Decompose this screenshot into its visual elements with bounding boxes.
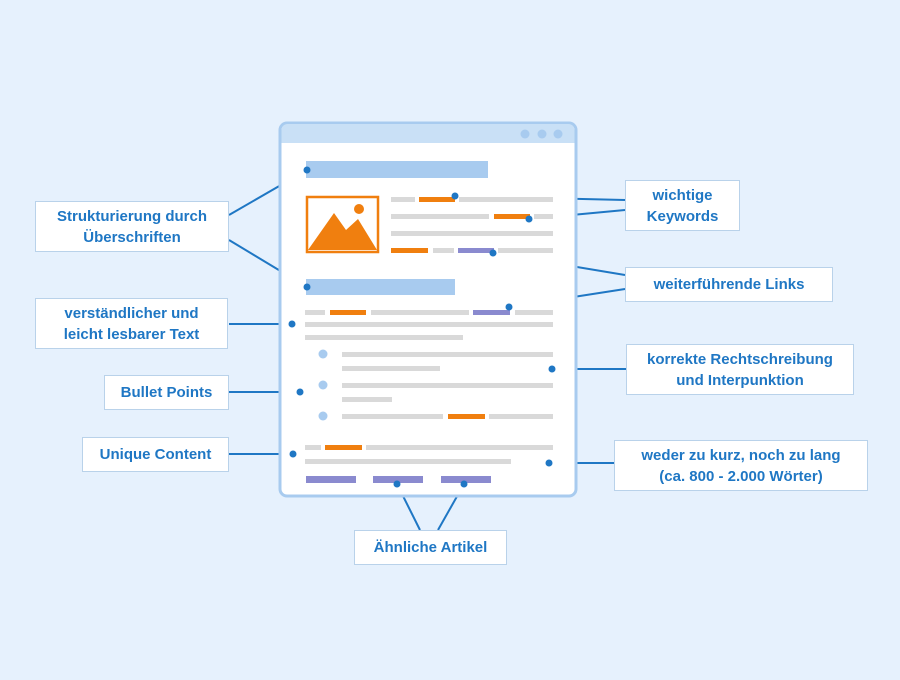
label-line: korrekte Rechtschreibung bbox=[647, 350, 833, 368]
webpage-illustration bbox=[278, 121, 578, 498]
label-keywords: wichtige Keywords bbox=[625, 180, 740, 231]
window-dot-icon bbox=[520, 129, 530, 139]
label-line: weiterführende Links bbox=[653, 276, 805, 293]
label-lesbarer-text: verständlicher und leicht lesbarer Text bbox=[35, 298, 228, 349]
label-strukturierung: Strukturierung durch Überschriften bbox=[35, 201, 229, 252]
bullet-dot bbox=[318, 349, 328, 359]
label-line: leicht lesbarer Text bbox=[63, 325, 200, 343]
image-icon bbox=[305, 195, 380, 254]
label-line: Strukturierung durch bbox=[56, 207, 207, 225]
label-line: Bullet Points bbox=[120, 384, 213, 401]
label-bullet-points: Bullet Points bbox=[104, 375, 229, 410]
connector-dots bbox=[288, 166, 556, 488]
label-line: weder zu kurz, noch zu lang bbox=[641, 446, 841, 464]
related-article-bar bbox=[441, 476, 491, 483]
bullet-dot bbox=[318, 380, 328, 390]
bullet-dot bbox=[318, 411, 328, 421]
label-unique-content: Unique Content bbox=[82, 437, 229, 472]
label-line: Ähnliche Artikel bbox=[373, 539, 488, 556]
heading-bar bbox=[306, 161, 488, 178]
keyword-highlight bbox=[494, 214, 530, 219]
keyword-highlight bbox=[330, 310, 366, 315]
keyword-highlight bbox=[391, 248, 428, 253]
window-dot-icon bbox=[553, 129, 563, 139]
link-highlight bbox=[458, 248, 494, 253]
label-line: Überschriften bbox=[83, 228, 181, 246]
related-article-bar bbox=[306, 476, 356, 483]
label-links: weiterführende Links bbox=[625, 267, 833, 302]
related-article-bar bbox=[373, 476, 423, 483]
label-aehnliche-artikel: Ähnliche Artikel bbox=[354, 530, 507, 565]
label-rechtschreibung: korrekte Rechtschreibung und Interpunkti… bbox=[626, 344, 854, 395]
label-line: wichtige bbox=[652, 186, 713, 204]
text-lines bbox=[305, 197, 553, 483]
label-line: Keywords bbox=[646, 207, 719, 225]
label-line: und Interpunktion bbox=[676, 371, 804, 389]
label-line: verständlicher und bbox=[64, 304, 199, 322]
keyword-highlight bbox=[325, 445, 362, 450]
label-line: Unique Content bbox=[99, 446, 212, 463]
keyword-highlight bbox=[419, 197, 455, 202]
browser-titlebar bbox=[281, 124, 575, 143]
keyword-highlight bbox=[448, 414, 485, 419]
window-dot-icon bbox=[537, 129, 547, 139]
label-line: (ca. 800 - 2.000 Wörter) bbox=[659, 467, 823, 485]
link-highlight bbox=[473, 310, 510, 315]
heading-bar bbox=[306, 279, 455, 295]
browser-window bbox=[278, 121, 578, 498]
label-laenge: weder zu kurz, noch zu lang (ca. 800 - 2… bbox=[614, 440, 868, 491]
